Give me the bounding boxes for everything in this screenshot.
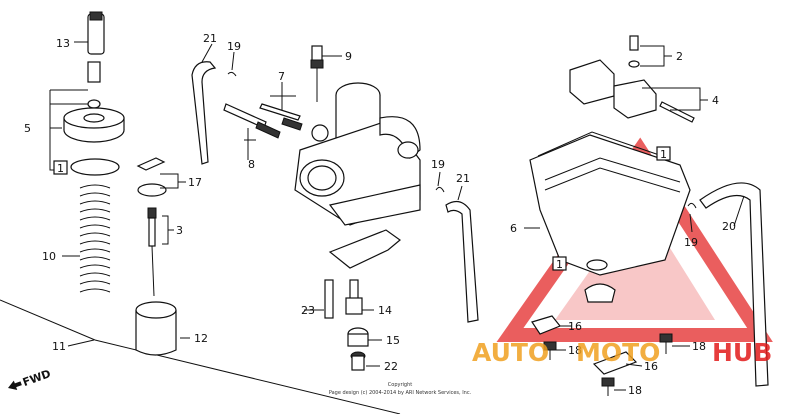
label-7: 7 — [278, 70, 285, 83]
watermark-text: AUTO MOTO HUB — [472, 338, 772, 367]
label-2: 2 — [676, 50, 683, 63]
part-19-clip-upper — [227, 71, 237, 77]
part-10-spring — [79, 184, 111, 293]
label-1-right: 1 — [660, 148, 667, 161]
label-21-middle: 21 — [456, 172, 470, 185]
part-20-overflow-hose — [699, 182, 769, 387]
callout-box-1-chamber — [552, 256, 567, 271]
part-6-float-chamber — [529, 131, 691, 303]
part-9-idle-screw — [310, 45, 324, 102]
watermark-moto: MOTO — [576, 338, 660, 367]
label-6: 6 — [510, 222, 517, 235]
part-float-pin-plate — [328, 229, 401, 269]
label-19-upper: 19 — [227, 40, 241, 53]
label-19-right: 19 — [684, 236, 698, 249]
part-adjust-screw — [87, 61, 101, 83]
carburetor-body — [294, 82, 421, 226]
label-5: 5 — [24, 122, 31, 135]
part-3-jet-needle — [147, 207, 157, 297]
part-12-throttle-valve — [135, 301, 177, 356]
part-21-hose-middle — [445, 200, 479, 323]
part-8-screw — [223, 103, 281, 139]
watermark-hub: HUB — [712, 338, 772, 367]
label-13: 13 — [56, 37, 70, 50]
part-18-screw-a — [543, 341, 557, 360]
label-8: 8 — [248, 158, 255, 171]
part-14-needle-jet — [345, 279, 363, 315]
label-19-middle: 19 — [431, 158, 445, 171]
part-2-screws — [628, 35, 640, 68]
part-21-hose-upper — [191, 61, 217, 165]
label-18-b: 18 — [692, 340, 706, 353]
label-14: 14 — [378, 304, 392, 317]
watermark-auto: AUTO — [472, 338, 549, 367]
part-16-bracket-lower — [592, 351, 638, 375]
part-13-cap — [87, 11, 105, 55]
part-18-screw-b — [659, 333, 673, 354]
part-17-clip — [136, 157, 167, 197]
label-21-upper: 21 — [203, 32, 217, 45]
part-o-ring — [70, 158, 120, 176]
part-23-pilot-jet — [324, 279, 334, 319]
label-12: 12 — [194, 332, 208, 345]
callout-box-1-left — [53, 160, 68, 175]
label-22: 22 — [384, 360, 398, 373]
label-18-c: 18 — [628, 384, 642, 397]
label-11: 11 — [52, 340, 66, 353]
label-17: 17 — [188, 176, 202, 189]
part-7-screw — [259, 103, 303, 131]
label-16-upper: 16 — [568, 320, 582, 333]
copyright-line-2: Page design (c) 2004-2014 by ARI Network… — [329, 390, 472, 396]
label-1-left: 1 — [57, 162, 64, 175]
part-15-jet-holder — [347, 327, 369, 347]
part-19-clip-right — [687, 202, 697, 209]
label-4: 4 — [712, 94, 719, 107]
label-1-chamber: 1 — [556, 258, 563, 271]
part-22-main-jet — [350, 351, 366, 371]
label-10: 10 — [42, 250, 56, 263]
label-15: 15 — [386, 334, 400, 347]
part-19-clip-middle — [435, 186, 445, 193]
part-float — [569, 59, 657, 119]
part-washer — [87, 99, 101, 109]
fwd-arrow: FWD — [8, 367, 52, 390]
label-16-lower: 16 — [644, 360, 658, 373]
callout-box-1-right — [656, 146, 671, 161]
frame-line — [0, 299, 401, 414]
part-4-float-pin — [659, 101, 695, 123]
copyright-line-1: Copyright — [388, 382, 412, 388]
label-23: 23 — [301, 304, 315, 317]
label-9: 9 — [345, 50, 352, 63]
label-18-a: 18 — [568, 344, 582, 357]
part-5-top-cap — [63, 107, 125, 143]
fwd-label: FWD — [21, 367, 52, 389]
leader-lines — [49, 41, 745, 391]
label-3: 3 — [176, 224, 183, 237]
label-20: 20 — [722, 220, 736, 233]
part-18-screw-c — [601, 377, 615, 396]
